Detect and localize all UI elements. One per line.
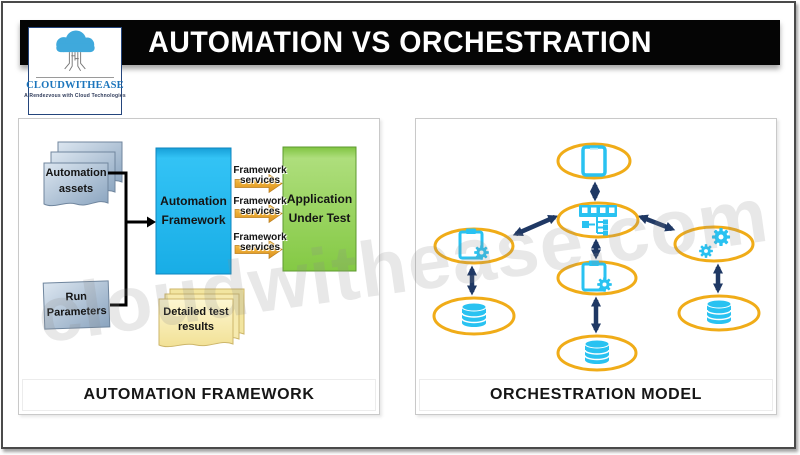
left-caption-strip: AUTOMATION FRAMEWORK bbox=[22, 379, 376, 411]
orchestration-model-panel: ORCHESTRATION MODEL bbox=[415, 118, 777, 415]
cloud-roots-icon bbox=[56, 30, 95, 72]
arrow-orchestrator-gears bbox=[637, 214, 676, 232]
test-results-label: Detailed test results bbox=[163, 306, 229, 333]
framework-services-label-2: Framework services bbox=[233, 196, 287, 217]
arrow-taskleft-orchestrator bbox=[512, 214, 559, 237]
connector-lines bbox=[108, 171, 147, 307]
logo-tagline: A Rendezvous with Cloud Technologies bbox=[24, 93, 126, 99]
run-parameters-shape bbox=[42, 280, 111, 330]
automation-assets-label: Automation assets bbox=[45, 167, 107, 195]
automation-framework-panel: Automation assets Automation Framework A… bbox=[18, 118, 380, 415]
logo-name: CLOUDWITHEASE bbox=[26, 80, 124, 91]
logo-card: CLOUDWITHEASE A Rendezvous with Cloud Te… bbox=[24, 27, 126, 115]
slide-frame: AUTOMATION VS ORCHESTRATION CLOUDWITHEAS… bbox=[1, 1, 796, 449]
orchestration-diagram bbox=[432, 142, 761, 372]
database-icon bbox=[461, 302, 487, 328]
automation-framework-label: Automation Framework bbox=[160, 194, 227, 227]
framework-service-arrows bbox=[234, 173, 283, 260]
automation-framework-box bbox=[155, 147, 232, 275]
automation-framework-caption: AUTOMATION FRAMEWORK bbox=[83, 386, 315, 403]
database-icon bbox=[706, 299, 732, 325]
automation-assets-shape bbox=[43, 141, 123, 207]
tablet-icon bbox=[581, 145, 607, 177]
application-under-test-box bbox=[282, 146, 357, 272]
test-results-shape bbox=[158, 288, 245, 348]
right-caption-strip: ORCHESTRATION MODEL bbox=[419, 379, 773, 411]
page-title: AUTOMATION VS ORCHESTRATION bbox=[148, 25, 652, 59]
framework-services-label-3: Framework services bbox=[233, 232, 287, 253]
logo-divider bbox=[36, 77, 114, 78]
header-bar: AUTOMATION VS ORCHESTRATION bbox=[20, 20, 780, 65]
application-under-test-label: Application Under Test bbox=[286, 192, 353, 225]
orchestration-model-caption: ORCHESTRATION MODEL bbox=[490, 386, 702, 403]
connector-arrowhead bbox=[147, 216, 156, 228]
oval-gears bbox=[673, 225, 755, 263]
automation-diagram bbox=[42, 141, 357, 348]
framework-services-label-1: Framework services bbox=[233, 165, 287, 186]
database-icon bbox=[584, 339, 610, 365]
run-parameters-label: Run Parameters bbox=[46, 290, 107, 320]
